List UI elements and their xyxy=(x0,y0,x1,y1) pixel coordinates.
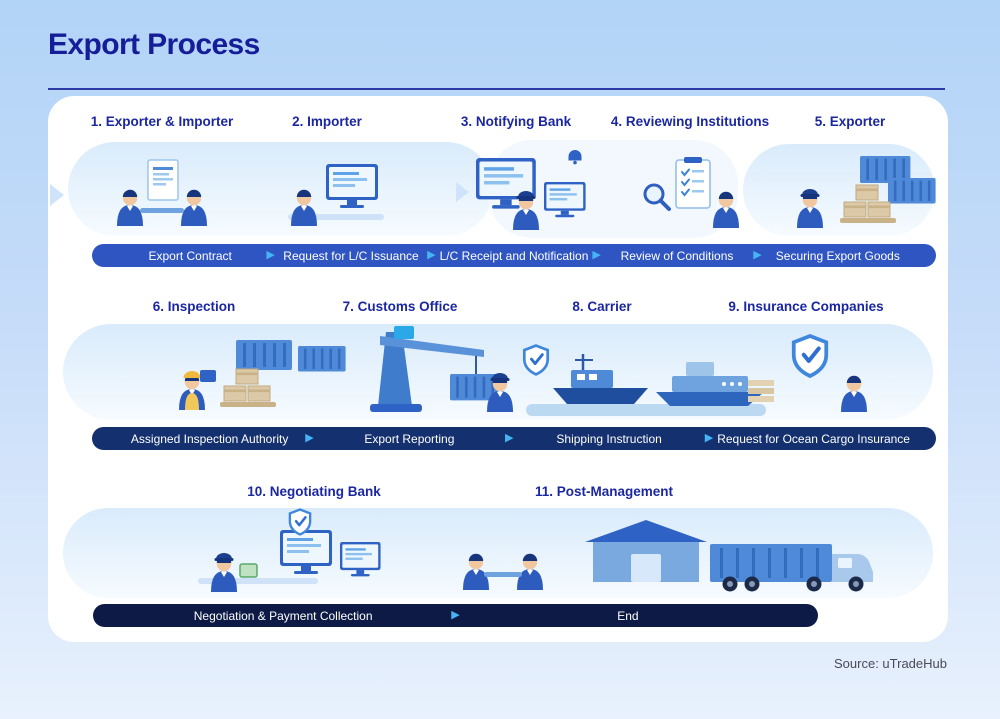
step-label-5: 5. Exporter xyxy=(814,114,886,129)
scene-row-2-illustration xyxy=(63,324,933,420)
decor-chevron-icon xyxy=(50,184,64,206)
handshake-illustration xyxy=(117,159,207,226)
arrow-right-icon: ▶ xyxy=(427,249,436,261)
exporter-goods-illustration xyxy=(797,156,936,228)
banner-row-1: Export Contract ▶ Request for L/C Issuan… xyxy=(92,244,936,267)
step-label-4: 4. Reviewing Institutions xyxy=(610,114,770,129)
review-illustration xyxy=(643,156,739,228)
scene-row-1-illustration xyxy=(50,140,936,238)
step-label-11: 11. Post-Management xyxy=(534,484,674,499)
arrow-right-icon: ▶ xyxy=(451,609,460,621)
process-card: 1. Exporter & Importer 2. Importer 3. No… xyxy=(48,96,948,642)
page-title: Export Process xyxy=(48,28,260,61)
banner-step: Assigned Inspection Authority xyxy=(130,431,289,446)
importer-desk-illustration xyxy=(288,164,384,226)
step-label-9: 9. Insurance Companies xyxy=(728,299,884,314)
clipboard-icon xyxy=(200,370,216,382)
notifying-bank-illustration xyxy=(476,150,586,230)
banner-step: Request for L/C Issuance xyxy=(283,248,419,263)
step-label-1: 1. Exporter & Importer xyxy=(90,114,234,129)
title-divider xyxy=(48,88,945,90)
truck-icon xyxy=(710,544,873,592)
insurance-illustration xyxy=(748,334,867,412)
scene-row-3-illustration xyxy=(63,508,933,598)
arrow-right-icon: ▶ xyxy=(753,249,762,261)
step-label-7: 7. Customs Office xyxy=(342,299,458,314)
arrow-right-icon: ▶ xyxy=(305,432,314,444)
banner-step: Review of Conditions xyxy=(620,248,734,263)
step-label-10: 10. Negotiating Bank xyxy=(247,484,381,499)
arrow-right-icon: ▶ xyxy=(266,249,275,261)
magnifier-icon xyxy=(643,183,671,211)
step-label-3: 3. Notifying Bank xyxy=(460,114,572,129)
banner-row-2: Assigned Inspection Authority ▶ Export R… xyxy=(92,427,936,450)
step-label-8: 8. Carrier xyxy=(572,299,632,314)
arrow-right-icon: ▶ xyxy=(592,249,601,261)
banner-step: Export Reporting xyxy=(364,431,455,446)
banner-step: End xyxy=(617,608,639,623)
bell-icon xyxy=(568,150,582,165)
banner-step: Securing Export Goods xyxy=(775,248,900,263)
crane-icon xyxy=(370,326,500,412)
step-label-6: 6. Inspection xyxy=(152,299,236,314)
banner-step: Negotiation & Payment Collection xyxy=(193,608,373,623)
arrow-right-icon: ▶ xyxy=(505,432,514,444)
banner-step: Export Contract xyxy=(148,248,232,263)
arrow-right-icon: ▶ xyxy=(704,432,714,444)
warehouse-icon xyxy=(585,520,707,582)
inspection-illustration xyxy=(179,340,346,410)
post-management-handshake-illustration xyxy=(463,553,543,590)
decor-chevron-icon xyxy=(456,182,469,202)
ship-icon xyxy=(526,354,766,416)
banner-step: L/C Receipt and Notification xyxy=(439,248,589,263)
source-credit: Source: uTradeHub xyxy=(834,656,947,671)
banner-row-3: Negotiation & Payment Collection ▶ End xyxy=(93,604,818,627)
tablet-icon xyxy=(239,563,258,578)
banner-step: Request for Ocean Cargo Insurance xyxy=(717,431,910,446)
step-label-2: 2. Importer xyxy=(292,114,362,129)
banner-step: Shipping Instruction xyxy=(556,431,662,446)
negotiating-bank-illustration xyxy=(198,508,381,592)
